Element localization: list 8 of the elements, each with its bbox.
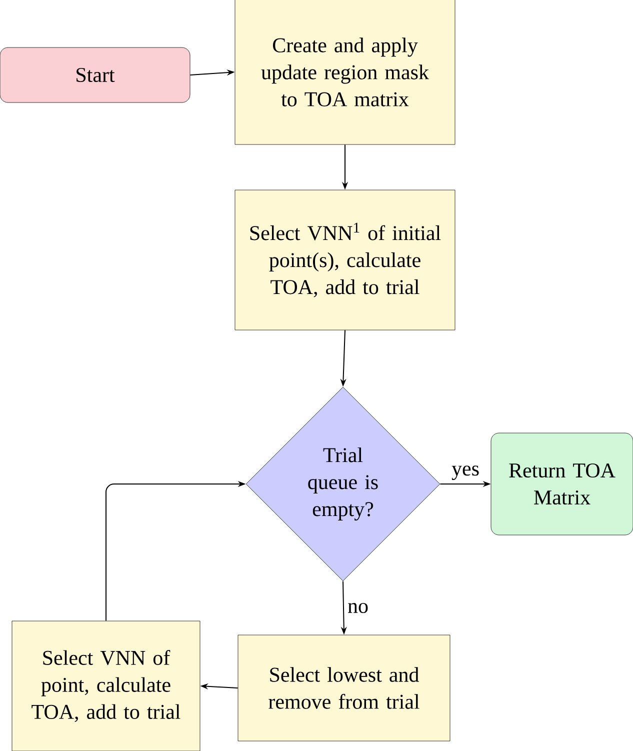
edge-label: yes <box>450 464 482 482</box>
process-box: Create and apply update region mask to TOA matrix <box>234 0 456 145</box>
terminal-box: Start <box>0 47 190 103</box>
process-box: Select VNN of point, calculate TOA, add to trial <box>12 620 200 751</box>
process-box: Select lowest and remove from trial <box>238 634 450 742</box>
process-box: Select VNN$^{1}$ of initial point(s), calculate TOA, add to trial <box>234 190 456 330</box>
edge-label: no <box>346 600 370 616</box>
terminal-box: Return TOA Matrix <box>490 432 633 536</box>
